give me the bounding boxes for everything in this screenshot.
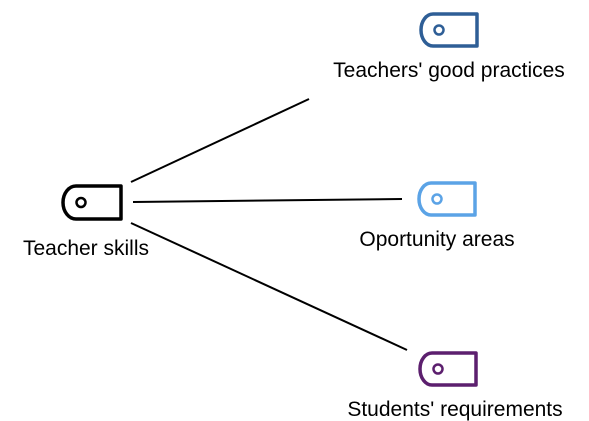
child-node-oportunity-areas[interactable]: Oportunity areas [359,181,515,251]
tag-icon [61,184,123,221]
root-node[interactable]: Teacher skills [23,184,149,260]
connector-to-oportunity-areas [132,198,403,203]
child-node-students-requirements[interactable]: Students' requirements [347,351,563,421]
root-node-label: Teacher skills [23,237,149,260]
connector-to-students-requirements [130,222,408,351]
child-node-good-practices[interactable]: Teachers' good practices [333,12,565,82]
tag-icon [419,12,479,48]
child-node-label: Oportunity areas [359,228,514,251]
child-node-label: Teachers' good practices [333,59,565,82]
tag-icon [418,351,478,387]
connector-to-good-practices [130,98,310,183]
tag-icon [417,181,477,217]
child-node-label: Students' requirements [347,398,562,421]
